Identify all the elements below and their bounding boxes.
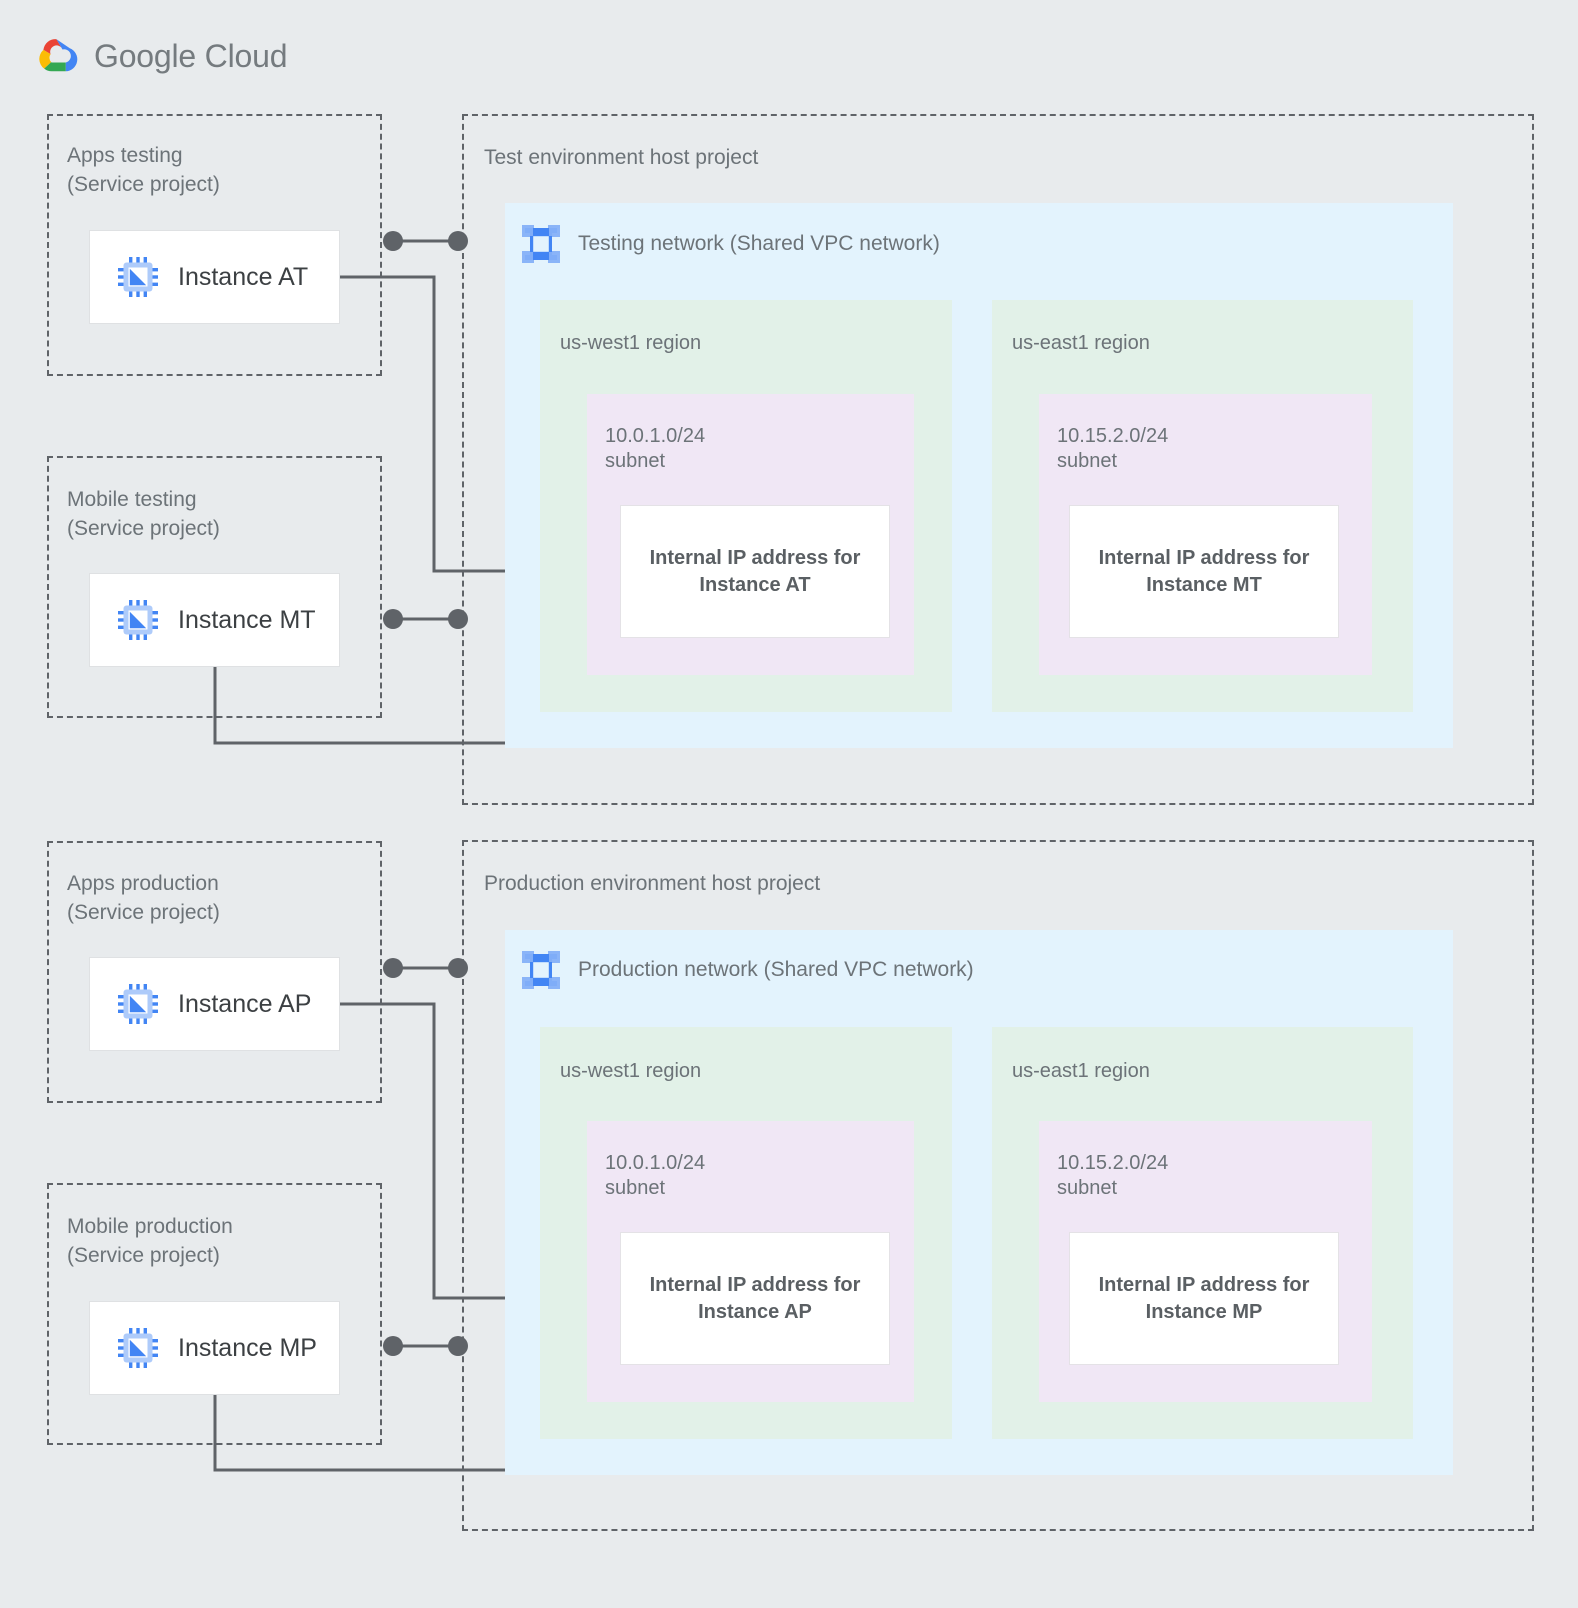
service-project-apps-production [47, 841, 382, 1103]
chip-icon [118, 984, 158, 1024]
service-project-mobile-testing-label: Mobile testing (Service project) [67, 488, 220, 540]
ip-card-mt: Internal IP address for Instance MT [1069, 505, 1339, 638]
region-production-us-west1-label: us-west1 region [560, 1060, 702, 1082]
instance-label-mp: Instance MP [178, 1333, 317, 1362]
instance-label-ap: Instance AP [178, 989, 312, 1018]
service-project-mobile-production [47, 1183, 382, 1445]
ip-card-ap-text: Internal IP address for Instance AP [649, 1273, 861, 1323]
ip-card-mp: Internal IP address for Instance MP [1069, 1232, 1339, 1365]
network-production-title: Production network (Shared VPC network) [578, 958, 974, 981]
chip-icon [118, 1328, 158, 1368]
peer-link-apps-testing [383, 231, 468, 251]
chip-icon [118, 600, 158, 640]
service-project-apps-testing [47, 114, 382, 376]
region-test-us-west1-label: us-west1 region [560, 332, 702, 354]
ip-card-ap: Internal IP address for Instance AP [620, 1232, 890, 1365]
network-testing-title: Testing network (Shared VPC network) [578, 232, 940, 255]
service-project-mobile-testing [47, 456, 382, 718]
peer-link-mobile-testing [383, 609, 468, 629]
subnet-test-us-east1-label: 10.15.2.0/24 subnet [1057, 425, 1169, 472]
host-project-test-environment-label: Test environment host project [484, 146, 759, 169]
instance-card-mt[interactable]: Instance MT [89, 573, 340, 667]
instance-card-mp[interactable]: Instance MP [89, 1301, 340, 1395]
vpc-network-icon [522, 225, 560, 263]
subnet-test-us-west1-label: 10.0.1.0/24 subnet [605, 425, 706, 472]
google-cloud-mark-icon [39, 39, 78, 72]
instance-label-mt: Instance MT [178, 605, 316, 634]
service-project-apps-production-label: Apps production (Service project) [67, 872, 220, 924]
peer-link-apps-production [383, 958, 468, 978]
instance-label-at: Instance AT [178, 262, 309, 291]
instance-card-at[interactable]: Instance AT [89, 230, 340, 324]
ip-card-at-text: Internal IP address for Instance AT [649, 546, 861, 596]
region-test-us-east1-label: us-east1 region [1012, 332, 1150, 354]
region-production-us-east1-label: us-east1 region [1012, 1060, 1150, 1082]
vpc-network-icon [522, 951, 560, 989]
peer-link-mobile-production [383, 1336, 468, 1356]
host-project-production-environment [462, 840, 1534, 1531]
ip-card-mp-text: Internal IP address for Instance MP [1098, 1273, 1310, 1323]
subnet-production-us-east1-label: 10.15.2.0/24 subnet [1057, 1152, 1169, 1199]
host-project-production-environment-label: Production environment host project [484, 872, 821, 895]
google-cloud-logo: Google Cloud [34, 36, 287, 76]
network-production-header: Production network (Shared VPC network) [522, 951, 974, 989]
host-project-test-environment [462, 114, 1534, 805]
brand-name: Google Cloud [94, 37, 288, 74]
ip-card-at: Internal IP address for Instance AT [620, 505, 890, 638]
instance-card-ap[interactable]: Instance AP [89, 957, 340, 1051]
ip-card-mt-text: Internal IP address for Instance MT [1098, 546, 1310, 596]
subnet-production-us-west1-label: 10.0.1.0/24 subnet [605, 1152, 706, 1199]
network-testing-header: Testing network (Shared VPC network) [522, 225, 940, 263]
service-project-apps-testing-label: Apps testing (Service project) [67, 144, 220, 196]
chip-icon [118, 257, 158, 297]
service-project-mobile-production-label: Mobile production (Service project) [67, 1215, 233, 1267]
